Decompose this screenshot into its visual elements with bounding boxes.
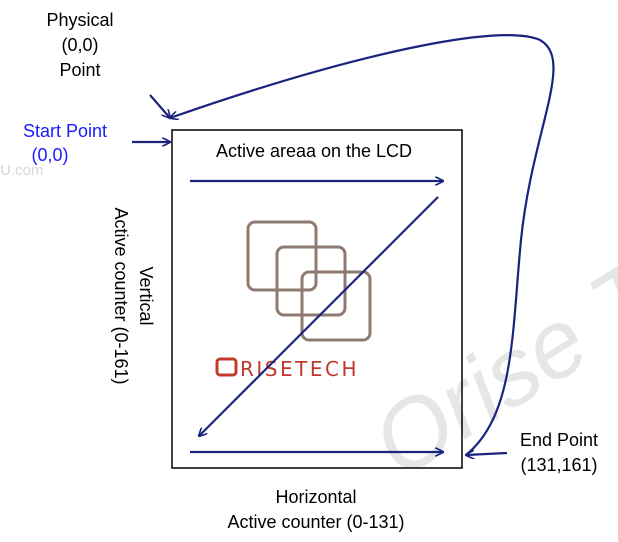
logo-square-3: [300, 270, 372, 342]
logo-square-2: [275, 245, 347, 317]
horizontal-label: Horizontal Active counter (0-131): [227, 487, 404, 532]
horizontal-line-2: Active counter (0-131): [227, 512, 404, 532]
physical-line-1: Physical: [46, 10, 113, 30]
physical-point-arrow: [149, 94, 170, 118]
logo-square-1: [246, 220, 318, 292]
lcd-active-area: [171, 129, 463, 469]
watermark-fragment: U.com: [0, 162, 43, 179]
orisetech-logo: RISETECH: [215, 220, 372, 381]
end-point-label: End Point (131,161): [520, 430, 598, 475]
end-to-start-loop-arrow: [170, 34, 555, 456]
start-line-2: (0,0): [31, 145, 68, 165]
horizontal-line-1: Horizontal: [275, 487, 356, 507]
end-point-arrow: [466, 453, 508, 455]
physical-point-label: Physical (0,0) Point: [46, 10, 113, 80]
start-point-label: Start Point (0,0): [23, 121, 107, 165]
start-line-1: Start Point: [23, 121, 107, 141]
scan-arrows: [132, 34, 555, 456]
end-line-2: (131,161): [520, 455, 597, 475]
vertical-line-1: Vertical: [136, 266, 156, 325]
logo-o-mark: [215, 357, 238, 377]
vertical-line-2: Active counter (0-161): [111, 207, 131, 384]
diagonal-return-arrow: [199, 196, 439, 436]
active-area-label: Active areaa on the LCD: [216, 141, 412, 161]
end-line-1: End Point: [520, 430, 598, 450]
physical-line-2: (0,0): [61, 35, 98, 55]
physical-line-3: Point: [59, 60, 100, 80]
vertical-label: Vertical Active counter (0-161): [111, 207, 156, 384]
